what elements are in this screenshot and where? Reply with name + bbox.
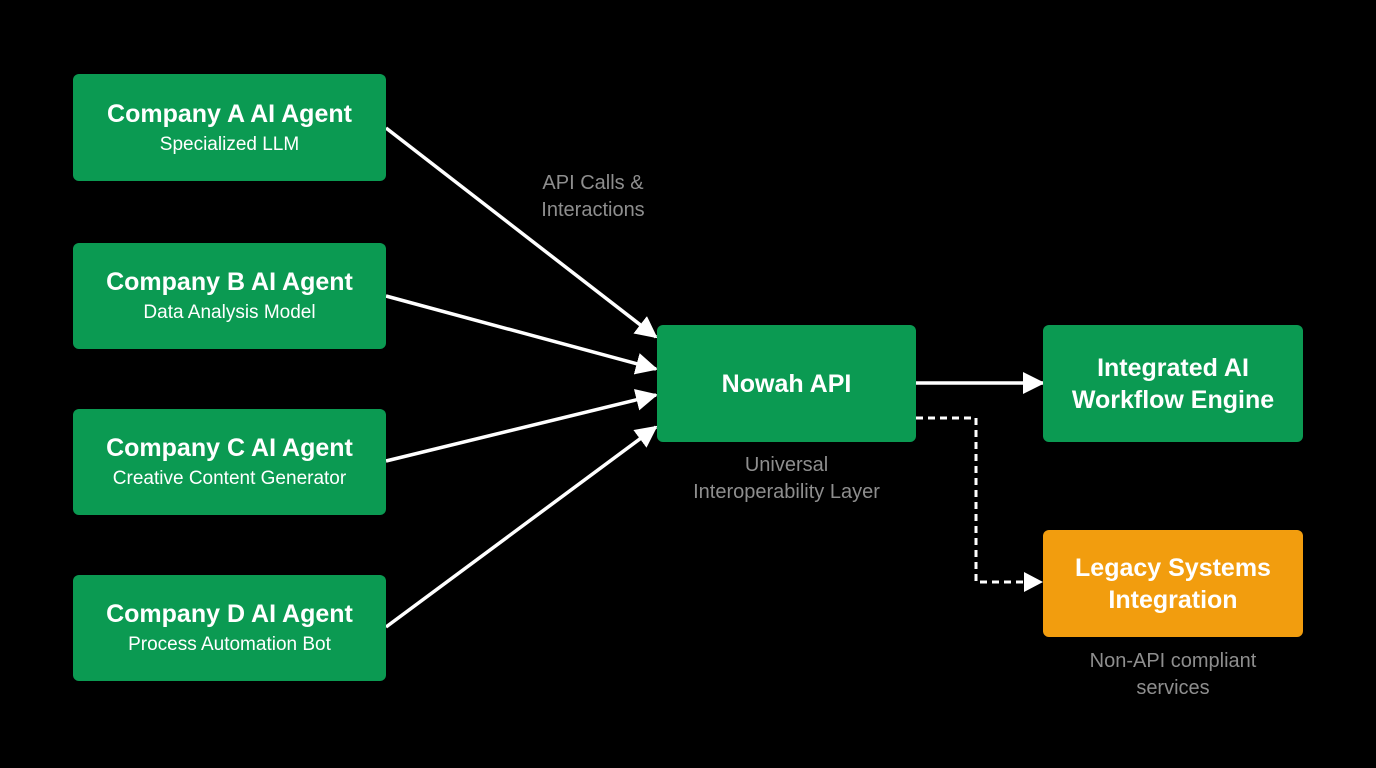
- workflow-engine-node[interactable]: Integrated AI Workflow Engine: [1043, 325, 1303, 442]
- agent-node-b-subtitle: Data Analysis Model: [143, 302, 316, 323]
- legacy-caption-line-1: Non-API compliant: [1089, 650, 1257, 672]
- agent-node-c-title: Company C AI Agent: [106, 434, 353, 462]
- edge-agent-b-to-hub: [385, 294, 658, 375]
- legacy-caption: Non-API compliant services: [1043, 648, 1303, 702]
- agent-node-a-title: Company A AI Agent: [107, 99, 352, 128]
- edge-hub-to-legacy-arrowhead: [1024, 572, 1043, 592]
- legacy-systems-line-1: Legacy Systems: [1075, 553, 1271, 582]
- edge-agent-c-to-hub: [385, 389, 658, 463]
- workflow-engine-line-2: Workflow Engine: [1071, 385, 1275, 414]
- edge-hub-to-legacy-dashed: [916, 416, 1040, 584]
- legacy-systems-node[interactable]: Legacy Systems Integration: [1043, 530, 1303, 637]
- hub-caption-line-2: Interoperability Layer: [693, 481, 880, 503]
- agent-node-d[interactable]: Company D AI Agent Process Automation Bo…: [73, 575, 386, 681]
- agent-node-a-subtitle: Specialized LLM: [159, 133, 300, 155]
- legacy-systems-line-2: Integration: [1108, 585, 1238, 614]
- workflow-engine-line-1: Integrated AI: [1097, 353, 1249, 382]
- edge-label-api-calls: API Calls & Interactions: [493, 170, 693, 224]
- agent-node-d-subtitle: Process Automation Bot: [128, 634, 331, 655]
- agent-node-c[interactable]: Company C AI Agent Creative Content Gene…: [73, 409, 386, 515]
- agent-node-b-title: Company B AI Agent: [106, 268, 353, 296]
- hub-node-nowah-api[interactable]: Nowah API: [657, 325, 916, 442]
- hub-caption: Universal Interoperability Layer: [646, 452, 927, 506]
- edge-agent-a-to-hub: [384, 126, 658, 339]
- agent-node-c-subtitle: Creative Content Generator: [112, 468, 347, 489]
- hub-node-title: Nowah API: [721, 369, 852, 398]
- agent-node-b[interactable]: Company B AI Agent Data Analysis Model: [73, 243, 386, 349]
- edge-agent-d-to-hub: [384, 425, 658, 629]
- agent-node-a[interactable]: Company A AI Agent Specialized LLM: [73, 74, 386, 181]
- edge-label-line-2: Interactions: [541, 199, 645, 221]
- legacy-caption-line-2: services: [1136, 677, 1210, 699]
- edge-label-line-1: API Calls &: [542, 172, 644, 194]
- hub-caption-line-1: Universal: [744, 454, 829, 476]
- agent-node-d-title: Company D AI Agent: [106, 600, 353, 628]
